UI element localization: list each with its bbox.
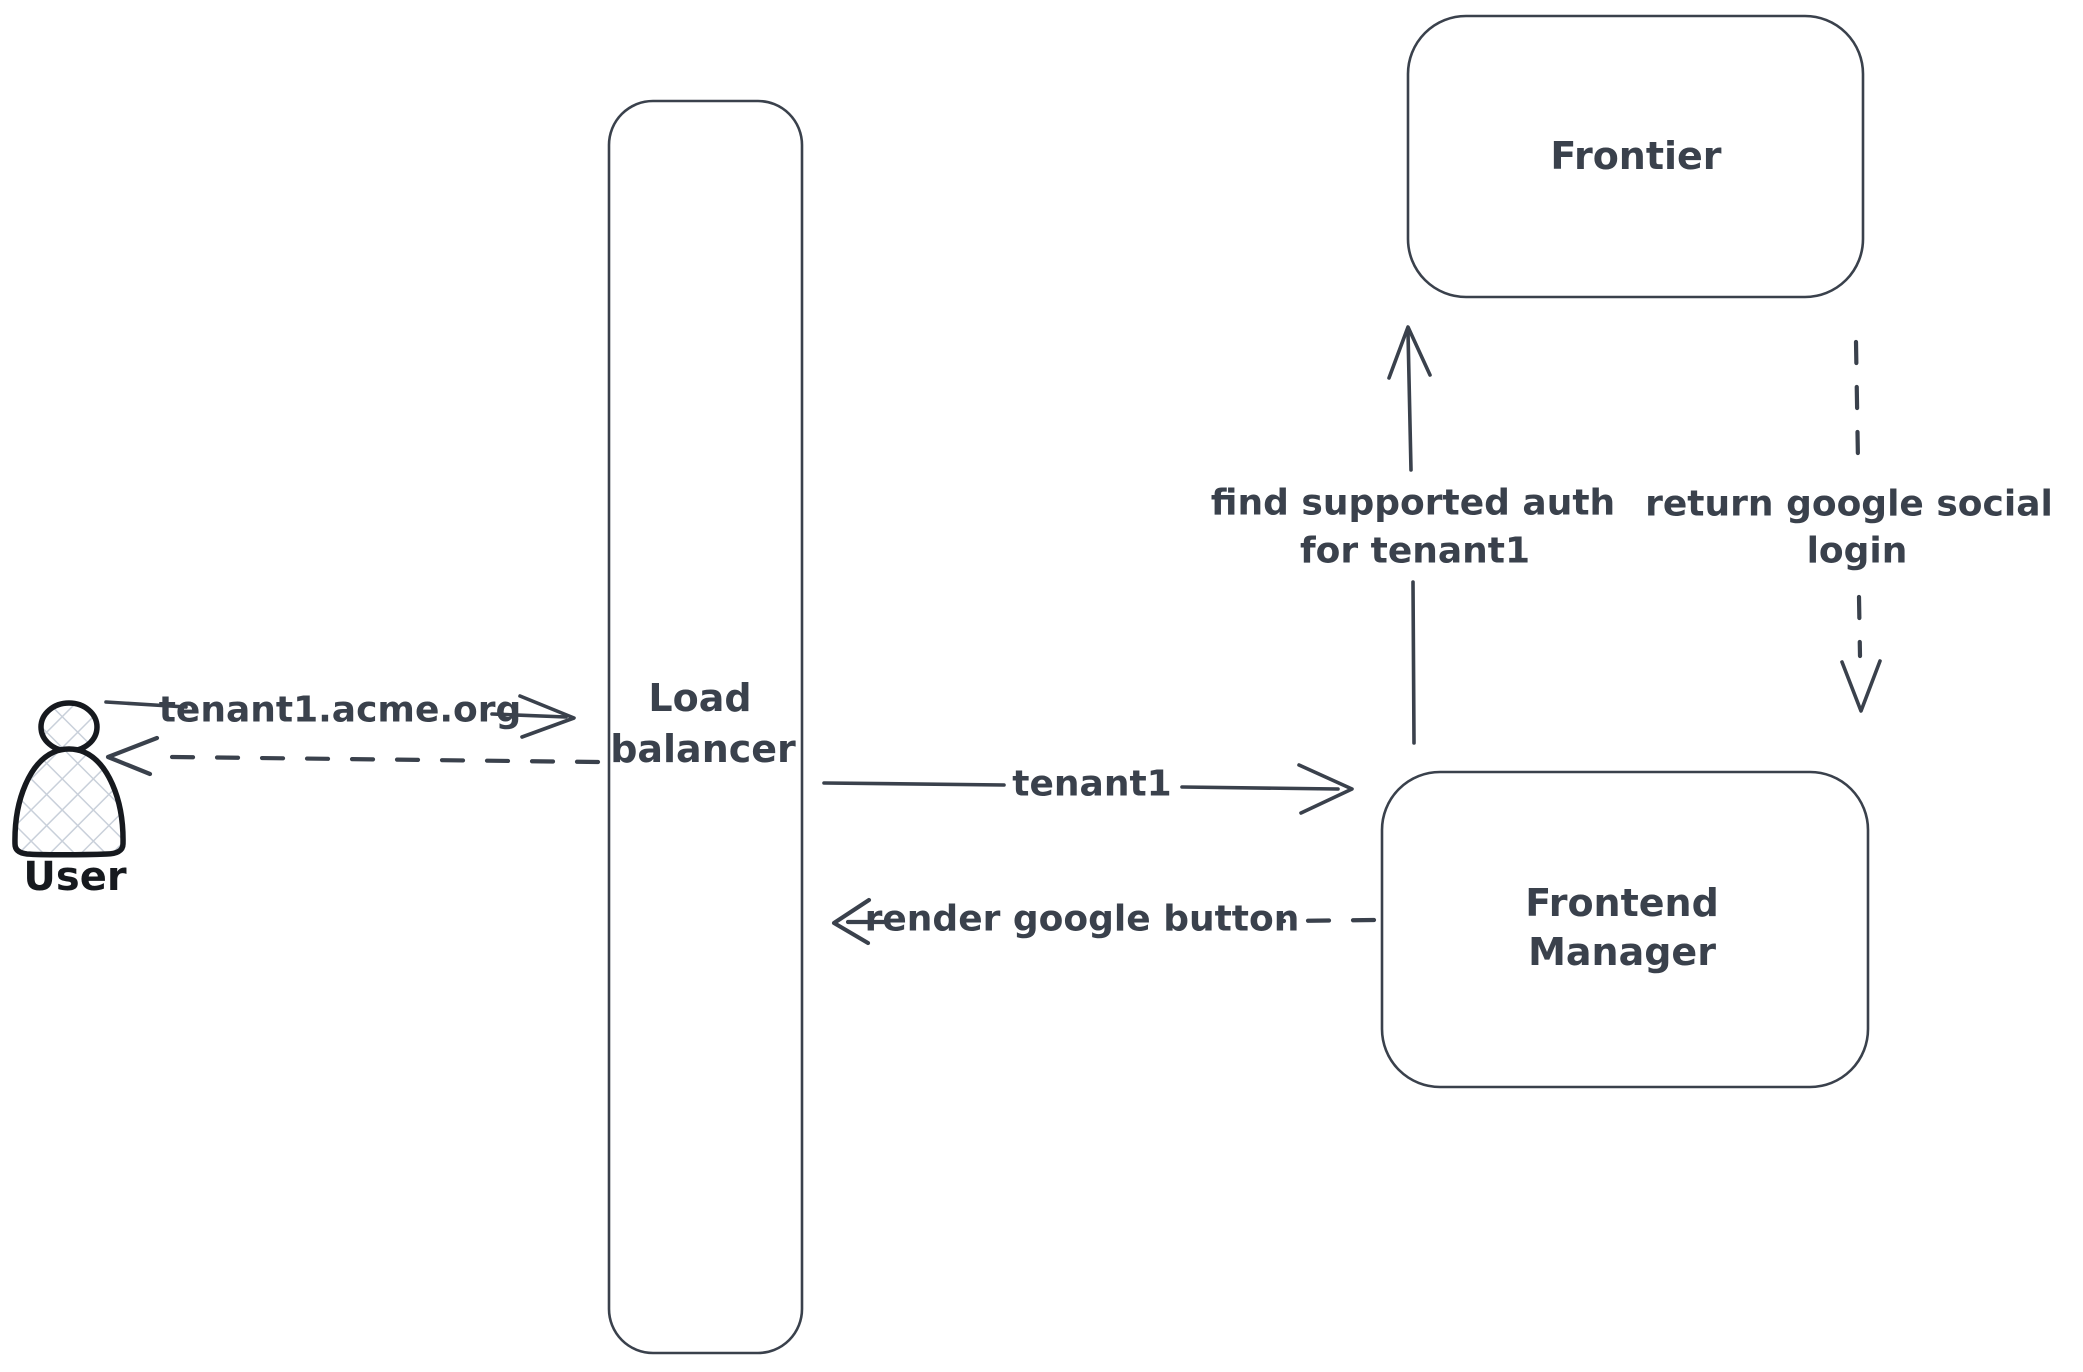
frontend-manager-box [1380, 770, 1870, 1089]
user-body-icon [12, 746, 126, 858]
edge-label-tenant1: tenant1 [1012, 764, 1171, 805]
arrow-frontend-manager-to-load-balancer: render google button [831, 897, 1377, 946]
arrow-shaft [1180, 785, 1340, 791]
arrowhead-up-icon [1387, 325, 1432, 380]
arrowhead-left-icon [105, 735, 160, 777]
arrow-load-balancer-to-frontend-manager: tenant1 [822, 763, 1354, 815]
edge-label-find-supported-auth: find supported auth [1211, 483, 1615, 524]
load-balancer-label-line2: balancer [610, 727, 796, 771]
frontier-label: Frontier [1550, 134, 1721, 178]
arrow-shaft-dashed [1279, 917, 1377, 924]
arrowhead-down-icon [1840, 659, 1882, 713]
user-node: User [12, 700, 127, 900]
edge-label-return-google-social: return google social [1645, 484, 2053, 525]
arrow-load-balancer-to-user [105, 735, 601, 777]
arrow-shaft-dashed [1853, 339, 1861, 465]
arrow-user-to-load-balancer: tenant1.acme.org [104, 690, 576, 739]
edge-label-login: login [1807, 531, 1908, 572]
frontend-manager-label-line2: Manager [1528, 930, 1716, 974]
arrowhead-right-icon [518, 694, 576, 739]
edge-label-for-tenant1: for tenant1 [1300, 531, 1530, 572]
arrow-shaft-dashed [169, 754, 601, 765]
user-head-icon [38, 700, 100, 754]
arrowhead-left-icon [831, 897, 872, 946]
arrow-shaft [1411, 580, 1416, 745]
frontier-node: Frontier [1406, 14, 1865, 299]
arrow-shaft [822, 781, 1006, 787]
frontend-manager-node: Frontend Manager [1380, 770, 1870, 1089]
load-balancer-box [607, 99, 804, 1355]
arrow-shaft [104, 700, 188, 709]
arrowhead-right-icon [1297, 763, 1354, 815]
user-label: User [23, 854, 126, 900]
arrow-shaft [490, 712, 568, 719]
load-balancer-label-line1: Load [648, 676, 751, 720]
arrow-shaft-dashed [1856, 594, 1863, 659]
edge-label-render-google-button: render google button [865, 899, 1300, 940]
frontend-manager-label-line1: Frontend [1525, 881, 1719, 925]
edge-label-tenant1-acme-org: tenant1.acme.org [159, 690, 522, 731]
arrow-frontend-manager-to-frontier: find supported auth for tenant1 [1211, 325, 1615, 745]
load-balancer-node: Load balancer [607, 99, 804, 1355]
arrow-shaft [1406, 330, 1413, 472]
arrow-frontier-to-frontend-manager: return google social login [1645, 339, 2053, 713]
frontier-box [1406, 14, 1865, 299]
